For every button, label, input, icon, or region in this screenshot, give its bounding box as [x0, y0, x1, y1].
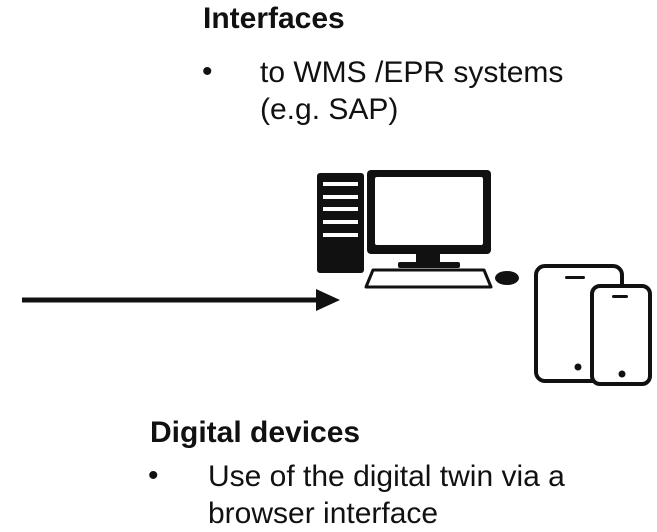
digital-devices-title: Digital devices [150, 416, 361, 449]
arrow-right-icon [22, 289, 340, 311]
interfaces-bullet-text: to WMS /EPR systems (e.g. SAP) [260, 54, 563, 128]
interfaces-bullet: • [202, 55, 213, 88]
interfaces-line-2: (e.g. SAP) [260, 93, 399, 126]
smartphone-icon [590, 284, 652, 386]
interfaces-line-1: to WMS /EPR systems [260, 56, 564, 89]
interfaces-title: Interfaces [203, 2, 345, 35]
digital-devices-line-1: Use of the digital twin via a [208, 460, 565, 493]
desktop-computer-icon [317, 170, 519, 289]
digital-devices-line-2: browser interface [208, 497, 439, 530]
digital-devices-bullet-text: Use of the digital twin via a browser in… [208, 458, 565, 532]
digital-devices-bullet: • [148, 459, 159, 492]
